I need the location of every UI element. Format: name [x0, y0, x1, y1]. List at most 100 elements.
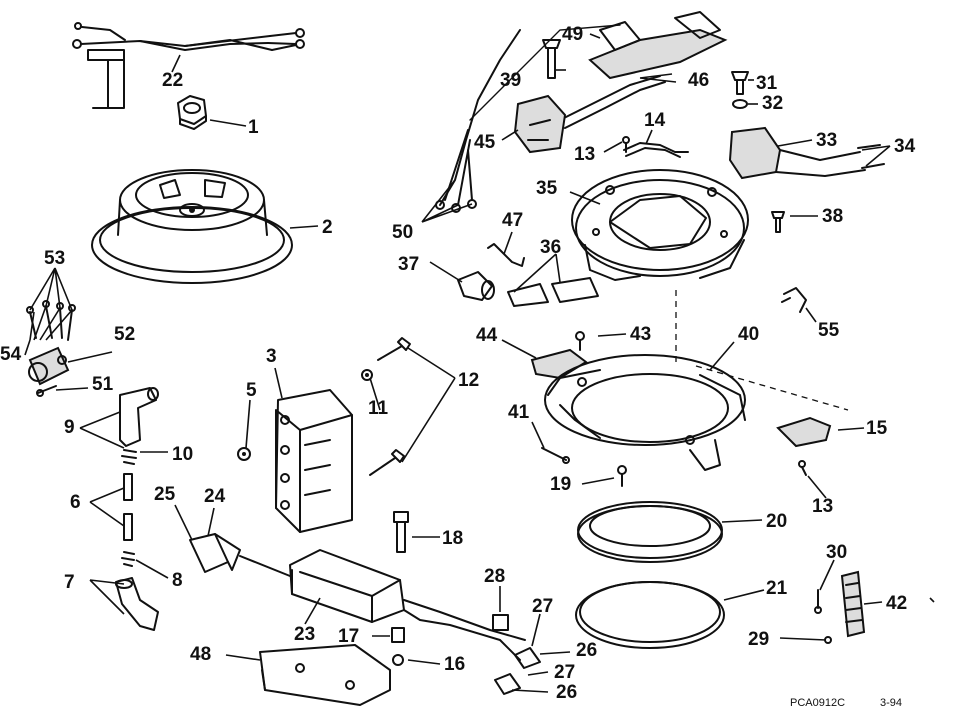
alignment-lines [675, 290, 849, 411]
callout-10: 10 [172, 444, 193, 465]
callout-16: 16 [444, 654, 465, 675]
callout-55: 55 [818, 320, 840, 341]
part-41-screw [541, 447, 570, 464]
callout-2: 2 [322, 217, 333, 238]
callout-9: 9 [64, 417, 75, 438]
part-30-screw [814, 589, 822, 614]
part-12-screws [369, 337, 411, 476]
part-45-coil [513, 94, 567, 154]
callout-27-upper: 27 [532, 596, 553, 617]
callout-51: 51 [92, 374, 114, 395]
part-3-rectifier [275, 389, 353, 533]
callout-36: 36 [540, 237, 561, 258]
callout-1: 1 [248, 117, 259, 138]
part-33-coil [728, 126, 866, 180]
part-15-bracket [776, 416, 832, 448]
part-43-screw [575, 331, 585, 351]
callout-7: 7 [64, 572, 75, 593]
callout-34: 34 [894, 136, 916, 157]
callout-13-right: 13 [812, 496, 833, 517]
callout-32: 32 [762, 93, 783, 114]
callout-33: 33 [816, 130, 837, 151]
part-51-screw [36, 385, 57, 397]
callout-20: 20 [766, 511, 787, 532]
callout-47: 47 [502, 210, 523, 231]
part-25-24-connector [189, 533, 291, 577]
callout-35: 35 [536, 178, 558, 199]
part-13-screw-right [798, 460, 807, 476]
callout-49: 49 [562, 24, 583, 45]
part-18-bolt [393, 511, 409, 553]
callout-19: 19 [550, 474, 571, 495]
part-32-washer [732, 99, 748, 109]
callout-8: 8 [172, 570, 183, 591]
part-47-spring [487, 243, 525, 267]
callout-21: 21 [766, 578, 788, 599]
part-5-nut [237, 447, 251, 461]
callout-39: 39 [500, 70, 521, 91]
callout-3: 3 [266, 346, 277, 367]
part-36-tubes [507, 277, 599, 307]
part-19-screw [617, 465, 627, 487]
callout-50: 50 [392, 222, 413, 243]
part-7-boot [115, 577, 159, 631]
part-21-ring [575, 581, 725, 649]
callout-31: 31 [756, 73, 778, 94]
part-23-power-pack [289, 549, 526, 661]
callout-22: 22 [162, 70, 183, 91]
part-27-26-terminals [494, 647, 541, 695]
leader-lines [24, 33, 935, 693]
callout-12: 12 [458, 370, 479, 391]
callout-37: 37 [398, 254, 419, 275]
part-2-flywheel [91, 169, 293, 284]
drawing-date: 3-94 [880, 697, 902, 709]
part-38-screw [771, 211, 785, 233]
callout-40: 40 [738, 324, 759, 345]
callout-53: 53 [44, 248, 65, 269]
part-35-stator-plate [571, 169, 749, 281]
callout-43: 43 [630, 324, 651, 345]
callout-45: 45 [474, 132, 496, 153]
callout-25: 25 [154, 484, 176, 505]
part-11-nut [361, 369, 373, 381]
callout-11: 11 [368, 398, 389, 419]
callout-46: 46 [688, 70, 709, 91]
part-48-bracket [259, 644, 391, 706]
part-22-harness [72, 22, 305, 109]
drawing-code: PCA0912C [790, 697, 845, 709]
callout-30: 30 [826, 542, 847, 563]
callout-14: 14 [644, 110, 666, 131]
part-34-terminals [857, 144, 885, 169]
callout-27-lower: 27 [554, 662, 575, 683]
callout-54: 54 [0, 344, 22, 365]
part-1-nut [177, 95, 207, 130]
part-39-screw [542, 39, 561, 79]
callout-5: 5 [246, 380, 257, 401]
part-49-points [588, 11, 728, 80]
callout-26-lower: 26 [556, 682, 577, 703]
part-8-spring [121, 551, 135, 567]
part-6-sleeves [123, 473, 133, 541]
part-17-sleeve [391, 627, 405, 643]
part-13-screw-top [622, 136, 630, 153]
part-52-connector [28, 346, 70, 386]
part-42-terminal-block [840, 570, 866, 638]
callout-38: 38 [822, 206, 843, 227]
part-31-screw [731, 71, 749, 95]
callout-48: 48 [190, 644, 211, 665]
part-46-wires [559, 75, 666, 129]
callout-15: 15 [866, 418, 888, 439]
callout-44: 44 [476, 325, 498, 346]
part-44-clip [530, 348, 588, 380]
part-16-nut [392, 654, 404, 666]
callout-42: 42 [886, 593, 907, 614]
callout-41: 41 [508, 402, 530, 423]
callout-52: 52 [114, 324, 135, 345]
callout-29: 29 [748, 629, 769, 650]
callout-26-upper: 26 [576, 640, 597, 661]
callout-23: 23 [294, 624, 315, 645]
callout-17: 17 [338, 626, 359, 647]
callout-24: 24 [204, 486, 226, 507]
